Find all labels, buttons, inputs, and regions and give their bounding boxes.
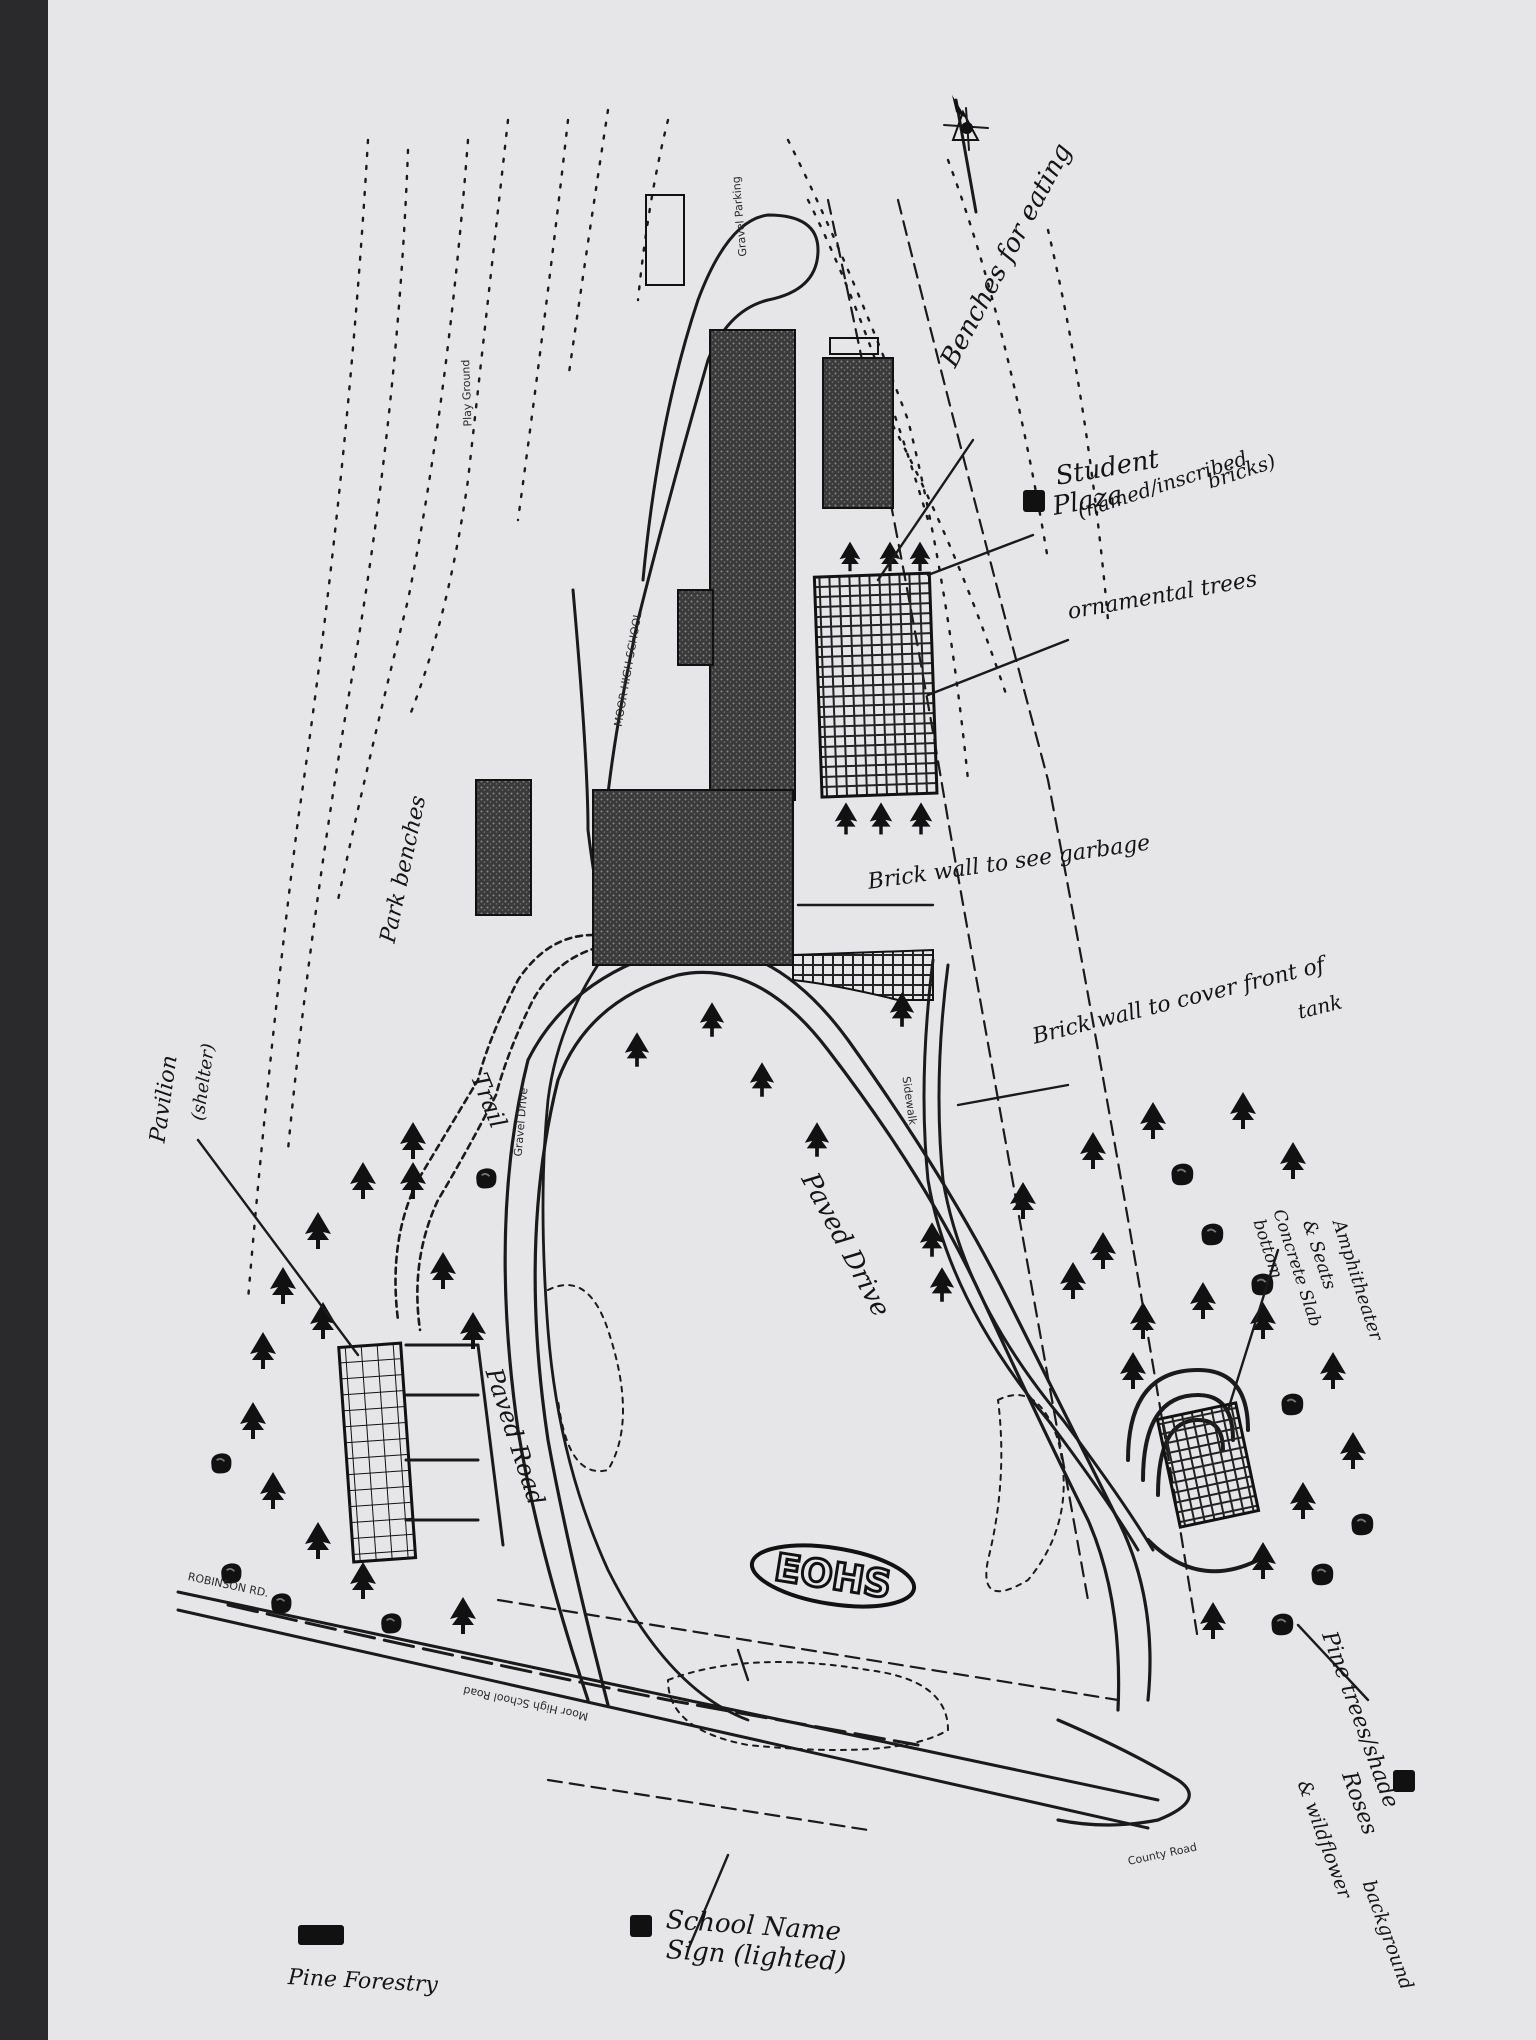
pavilion-structure [337, 1341, 418, 1564]
sidewalk [922, 958, 1155, 1552]
label-play-ground: Play Ground [459, 359, 475, 427]
roses-marker [1393, 1770, 1415, 1792]
eohs-sign: EOHS [749, 1543, 917, 1609]
leader-lines [196, 438, 1370, 1952]
eohs-text: EOHS [772, 1545, 895, 1607]
school-sign-marker [630, 1915, 652, 1937]
field-outlines [547, 1284, 1065, 1751]
pavilion-parking-lines [404, 1343, 505, 1547]
entrance-brick-area [792, 948, 934, 1001]
map-sheet: EOHS Benches for eating Student Plaza (n… [48, 0, 1536, 2040]
plaza-marker [1023, 490, 1045, 512]
roads [176, 1590, 1160, 1830]
student-plaza-area [812, 571, 939, 799]
main-drive [503, 945, 1191, 1827]
site-plan-drawing [176, 95, 1375, 1952]
north-arrow-icon [943, 95, 989, 214]
gravel-drive [541, 948, 750, 1722]
legend-pine-swatch [298, 1925, 344, 1945]
trail-path [394, 933, 610, 1332]
contour-lines [246, 108, 1110, 1302]
amphitheater [1126, 1368, 1261, 1574]
school-building [475, 194, 894, 966]
